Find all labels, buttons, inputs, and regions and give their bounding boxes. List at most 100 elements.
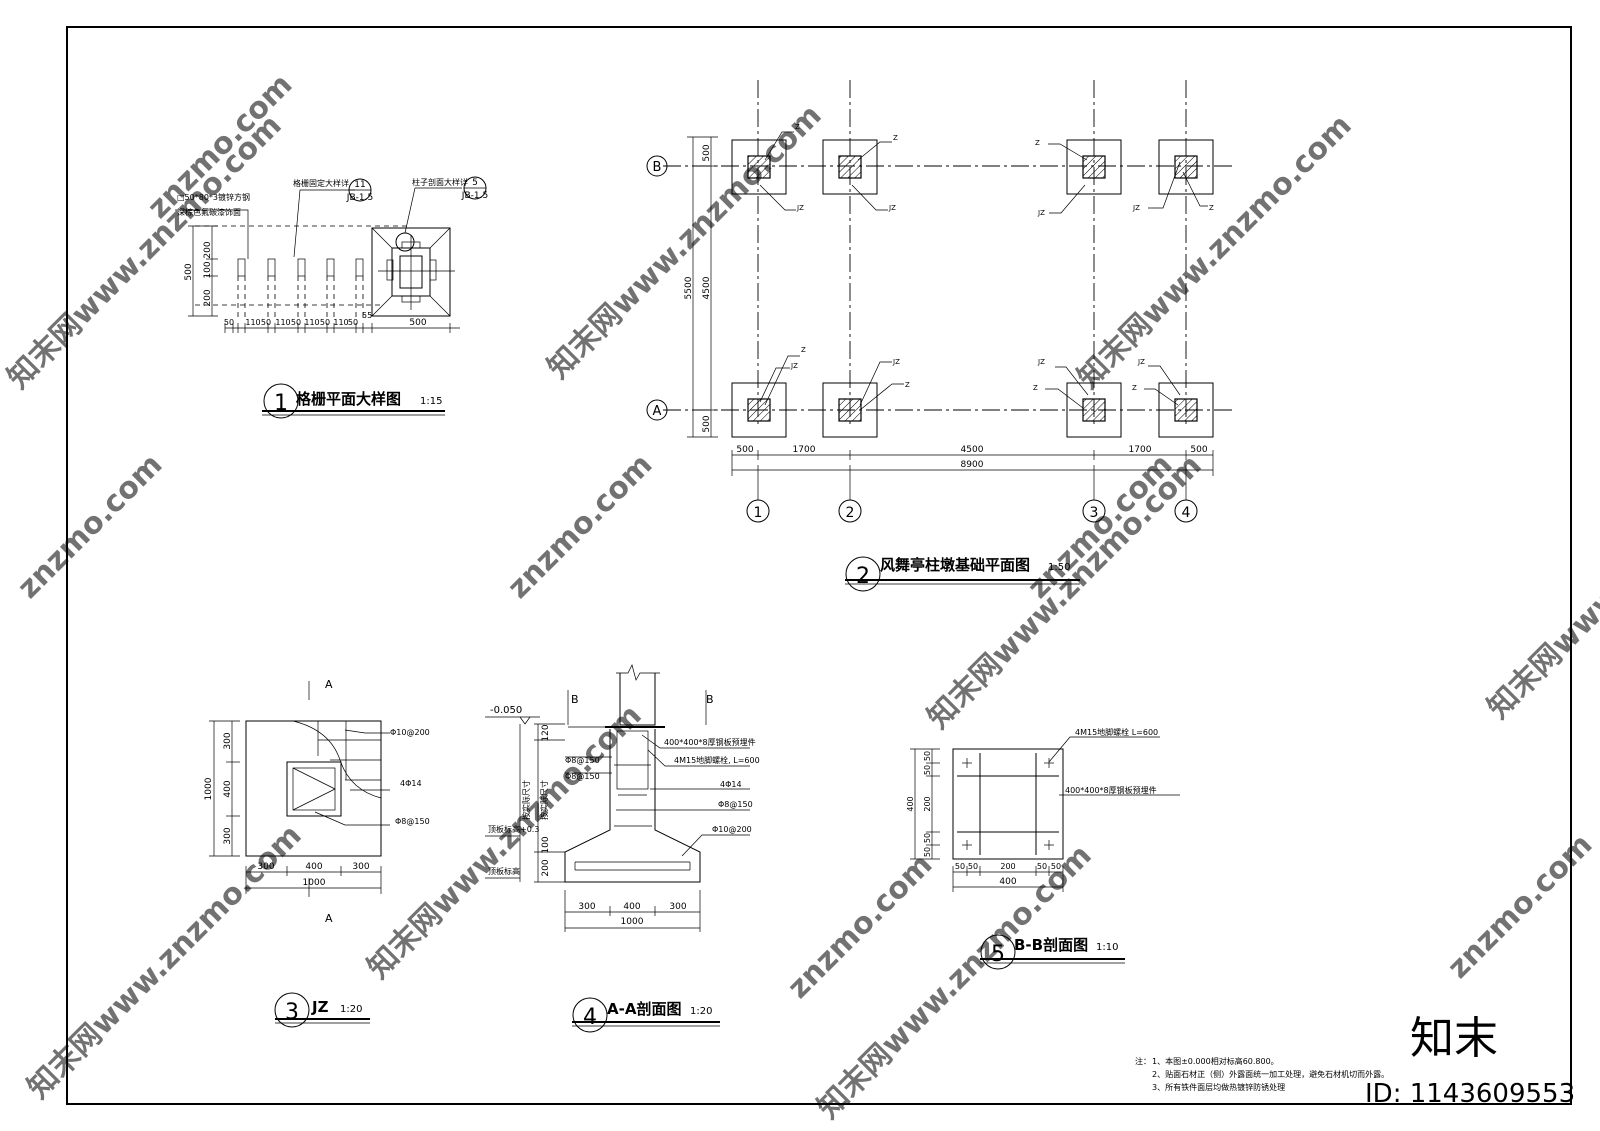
view4-title: A-A剖面图: [607, 1000, 681, 1018]
view2-title: 风舞亭柱墩基础平面图: [880, 556, 1030, 574]
dim-h-400: 400: [623, 902, 640, 912]
size-note-1: 按实际尺寸: [521, 780, 531, 820]
bolt-marks: [962, 758, 1054, 850]
svg-text:50: 50: [348, 318, 358, 327]
dim-100: 100: [541, 836, 551, 853]
svg-text:JZ: JZ: [1137, 358, 1145, 366]
column-cap-plan: [371, 227, 455, 317]
dim-a-500: 500: [702, 415, 712, 432]
axis-bubble-b: B: [653, 160, 662, 175]
note-steel-2: 深棕色氟碳漆饰面: [177, 207, 241, 217]
dim-small: 55: [362, 311, 372, 320]
svg-text:50: 50: [224, 318, 234, 327]
image-id: ID: 1143609553: [1365, 1079, 1575, 1109]
svg-text:Z: Z: [893, 134, 898, 142]
watermark-text: znzmo.com: [501, 447, 660, 606]
svg-text:Z: Z: [905, 381, 910, 389]
view2-foundation-plan: ZJZ ZJZ ZJZ ZJZ ZJZ JZZ JZZ JZZ B A 1 2 …: [646, 80, 1232, 592]
watermark-text: 知末网www.znzmo.com: [361, 698, 649, 986]
note-1: 1、本图±0.000相对标高60.800。: [1152, 1056, 1279, 1066]
axis-bubble-1: 1: [754, 505, 763, 521]
view3-title: JZ: [311, 998, 329, 1016]
watermark-text: 知末网www.znzmo.com: [921, 448, 1209, 736]
dim-h-1000: 1000: [303, 878, 326, 888]
rebar-label-2: 4Φ14: [400, 779, 422, 788]
rebar-r3: 4Φ14: [720, 780, 742, 789]
svg-text:4500: 4500: [961, 445, 984, 455]
dim-v-400: 400: [223, 780, 233, 797]
dim-h-200: 200: [1000, 862, 1015, 871]
elev-label: -0.050: [490, 705, 522, 716]
watermark-text: 知末网www.znzmo.com: [1071, 108, 1359, 396]
view5-section-bb: 4M15地脚螺栓 L=600 400*400*8厚钢板预埋件 50 50 200…: [906, 727, 1180, 970]
svg-text:Z: Z: [1035, 139, 1040, 147]
svg-text:JZ: JZ: [888, 204, 896, 212]
svg-text:Z: Z: [1033, 384, 1038, 392]
svg-text:110: 110: [333, 318, 348, 327]
svg-text:50: 50: [261, 318, 271, 327]
watermark-text: znzmo.com: [1441, 827, 1600, 986]
note-steel-1: □50*80*3镀锌方钢: [177, 192, 250, 202]
dim-h-300b: 300: [669, 902, 686, 912]
cut-a-top: A: [325, 678, 333, 691]
svg-text:110: 110: [304, 318, 319, 327]
watermark-text: 知末网www.znzmo.com: [1481, 438, 1600, 726]
dim-120: 120: [541, 724, 551, 741]
svg-text:500: 500: [1190, 445, 1207, 455]
dim-v-300a: 300: [223, 732, 233, 749]
dim-v-50b: 50: [923, 765, 932, 775]
dim-8900: 8900: [961, 460, 984, 470]
svg-text:JZ: JZ: [1132, 204, 1140, 212]
svg-text:110: 110: [275, 318, 290, 327]
dim-h-400: 400: [305, 862, 322, 872]
note-2: 2、贴面石材正（侧）外露面统一加工处理，避免石材机切而外露。: [1152, 1069, 1389, 1079]
svg-text:50: 50: [291, 318, 301, 327]
dim-v1: 200: [203, 241, 213, 258]
rebar-r1: Φ8@150: [565, 756, 600, 765]
cut-a-bottom: A: [325, 912, 333, 925]
svg-text:1700: 1700: [1129, 445, 1152, 455]
view4-number: 4: [583, 1005, 597, 1030]
view5-scale: 1:10: [1096, 942, 1118, 953]
pier-footings: [731, 139, 1214, 438]
bolt-label: 4M15地脚螺栓, L=600: [674, 755, 760, 765]
rebar-r4: Φ8@150: [718, 800, 753, 809]
dim-h-300a: 300: [578, 902, 595, 912]
dim-200: 200: [541, 859, 551, 876]
watermark-text: 知末网www.znzmo.com: [541, 98, 829, 386]
view1-scale: 1:15: [420, 396, 442, 407]
size-note-2: 按实际尺寸: [539, 780, 549, 820]
plate-label: 400*400*8厚钢板预埋件: [664, 737, 756, 747]
dim-h-50a: 50: [955, 862, 965, 871]
general-notes: 注： 1、本图±0.000相对标高60.800。 2、贴面石材正（侧）外露面统一…: [1135, 1056, 1389, 1092]
svg-text:JZ: JZ: [790, 362, 798, 370]
dim-h-50c: 50: [1037, 862, 1047, 871]
dim-v-200: 200: [923, 796, 932, 811]
dim-v-50d: 50: [923, 847, 932, 857]
dim-h-row: 500 1700 4500 1700 500: [736, 445, 1207, 455]
dim-v2: 100: [203, 261, 213, 278]
rebar-label-1: Φ10@200: [390, 728, 430, 737]
ref-col-num: 5: [472, 178, 478, 188]
dim-v-50a: 50: [923, 751, 932, 761]
dim-h-1000: 1000: [621, 917, 644, 927]
dim-b-500: 500: [702, 144, 712, 161]
rebar-label-3: Φ8@150: [395, 817, 430, 826]
ref-col-label: 柱子剖面大样详: [412, 177, 468, 187]
dim-4500: 4500: [702, 276, 712, 299]
svg-text:JZ: JZ: [1037, 209, 1045, 217]
view3-jz-plan: A A Φ10@200 4Φ14 Φ8@150 300 400 300 1000…: [204, 678, 430, 1028]
svg-text:JZ: JZ: [1037, 358, 1045, 366]
ref-fix-num: 11: [354, 180, 365, 190]
dim-v-total: 500: [184, 263, 194, 280]
axis-bubble-4: 4: [1182, 505, 1191, 521]
dim-v-400: 400: [906, 796, 915, 811]
view2-number: 2: [856, 564, 870, 589]
dim-v3: 200: [203, 289, 213, 306]
axis-bubble-3: 3: [1090, 505, 1099, 521]
rebar-cage: [574, 730, 691, 871]
svg-text:Z: Z: [795, 123, 800, 131]
ref-fix-label: 格栅固定大样详: [293, 178, 349, 188]
cut-b-left: B: [571, 693, 579, 706]
dim-h-300b: 300: [352, 862, 369, 872]
